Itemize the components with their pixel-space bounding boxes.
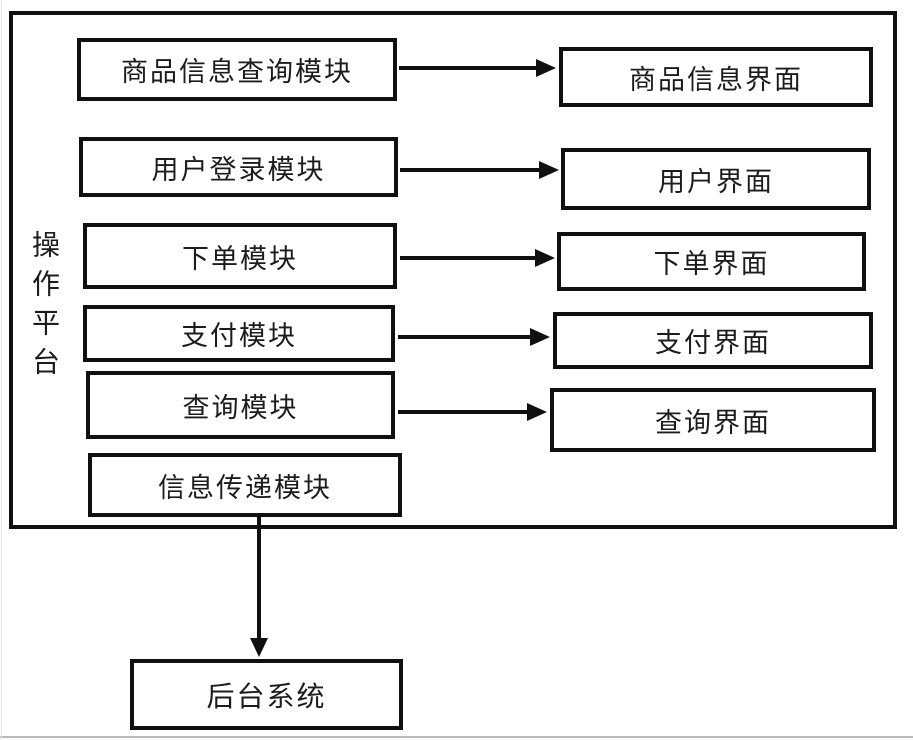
right-arrow-icon: [398, 328, 550, 346]
box-label: 下单模块: [182, 243, 298, 275]
box-label: 下单界面: [653, 249, 770, 280]
box-label: 商品信息界面: [629, 64, 803, 96]
box-label: 后台系统: [206, 679, 327, 713]
down-arrow-icon: [250, 517, 268, 657]
box-label: 用户界面: [658, 166, 774, 198]
scan-artifact-line: [0, 736, 913, 738]
box-product-info-interface: 商品信息界面: [559, 47, 873, 107]
platform-label: 操作平台: [28, 230, 61, 386]
right-arrow-icon: [399, 59, 556, 77]
box-query-interface: 查询界面: [550, 388, 876, 452]
box-product-info-query-module: 商品信息查询模块: [77, 38, 397, 101]
right-arrow-icon: [398, 403, 547, 421]
box-payment-interface: 支付界面: [553, 312, 873, 369]
box-label: 商品信息查询模块: [121, 57, 353, 88]
right-arrow-icon: [400, 161, 559, 179]
box-label: 查询模块: [182, 392, 299, 424]
box-order-interface: 下单界面: [557, 232, 866, 291]
box-payment-module: 支付模块: [83, 305, 395, 362]
box-label: 信息传递模块: [158, 472, 332, 504]
right-arrow-icon: [400, 249, 555, 267]
scan-artifact-line: [1, 0, 2, 740]
box-label: 用户登录模块: [151, 154, 326, 186]
box-user-login-module: 用户登录模块: [79, 137, 398, 197]
box-backend-system: 后台系统: [130, 659, 403, 730]
box-info-transfer-module: 信息传递模块: [88, 453, 402, 517]
box-label: 支付界面: [655, 328, 771, 359]
box-label: 查询界面: [655, 407, 771, 439]
box-user-interface: 用户界面: [561, 148, 871, 210]
box-label: 支付模块: [181, 321, 297, 352]
box-query-module: 查询模块: [86, 371, 395, 439]
box-place-order-module: 下单模块: [83, 223, 397, 289]
